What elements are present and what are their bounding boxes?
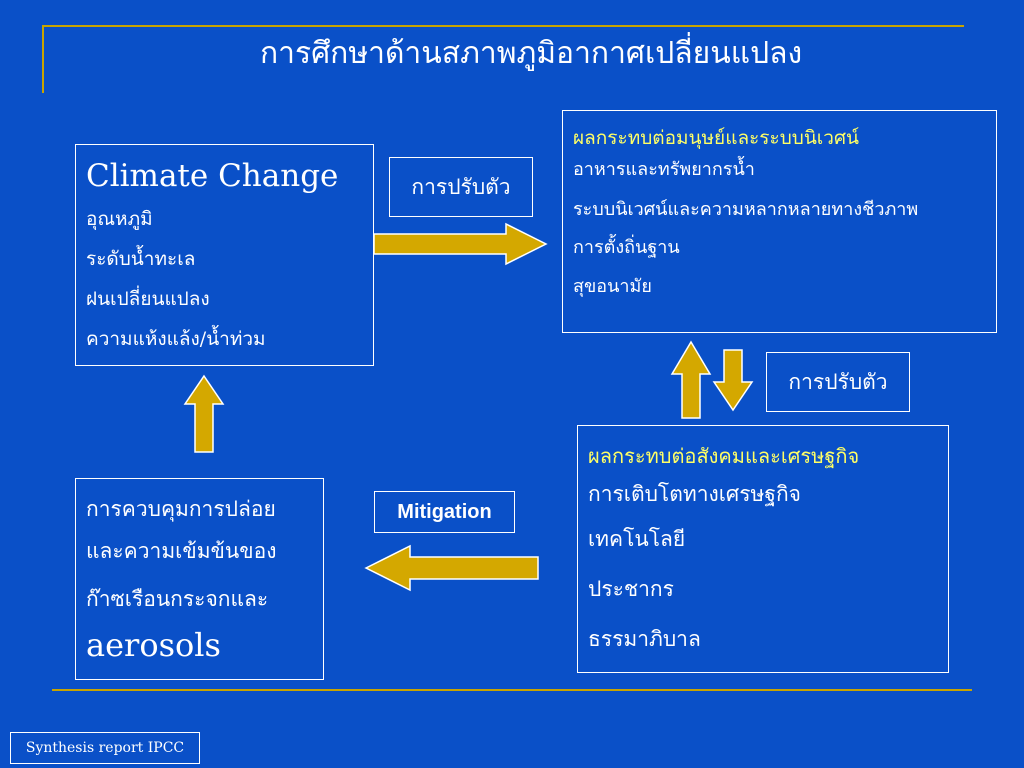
mitigation-label: Mitigation — [374, 491, 515, 533]
climate-change-box: Climate Change อุณหภูมิ ระดับน้ำทะเล ฝนเ… — [75, 144, 374, 366]
arrow-right-icon — [373, 222, 548, 266]
human-impact-item: การตั้งถิ่นฐาน — [573, 237, 680, 258]
climate-item: อุณหภูมิ — [86, 208, 153, 230]
social-impact-heading: ผลกระทบต่อสังคมและเศรษฐกิจ — [588, 444, 860, 468]
climate-item: ระดับน้ำทะเล — [86, 248, 196, 270]
social-impact-item: ธรรมาภิบาล — [588, 627, 701, 651]
human-impact-item: สุขอนามัย — [573, 276, 652, 297]
left-decor-line — [42, 25, 44, 93]
climate-item: ความแห้งแล้ง/น้ำท่วม — [86, 328, 266, 350]
climate-change-heading: Climate Change — [86, 158, 339, 194]
social-impact-item: การเติบโตทางเศรษฐกิจ — [588, 482, 801, 506]
mitigation-control-line: การควบคุมการปล่อย — [86, 497, 276, 521]
human-impact-item: ระบบนิเวศน์และความหลากหลายทางชีวภาพ — [573, 199, 919, 220]
human-ecosystem-impact-box: ผลกระทบต่อมนุษย์และระบบนิเวศน์ อาหารและท… — [562, 110, 997, 333]
source-label: Synthesis report IPCC — [10, 732, 200, 764]
mitigation-control-line: และความเข้มข้นของ — [86, 539, 277, 563]
mitigation-control-box: การควบคุมการปล่อย และความเข้มข้นของ ก๊าซ… — [75, 478, 324, 680]
social-impact-item: ประชากร — [588, 577, 674, 601]
climate-item: ฝนเปลี่ยนแปลง — [86, 288, 210, 310]
social-economic-impact-box: ผลกระทบต่อสังคมและเศรษฐกิจ การเติบโตทางเ… — [577, 425, 949, 673]
bottom-decor-line — [52, 689, 972, 691]
aerosols-text: aerosols — [86, 626, 221, 664]
slide-title: การศึกษาด้านสภาพภูมิอากาศเปลี่ยนแปลง — [260, 36, 803, 71]
mitigation-control-line: ก๊าซเรือนกระจกและ — [86, 587, 269, 611]
arrow-up-icon — [670, 340, 712, 419]
human-impact-item: อาหารและทรัพยากรน้ำ — [573, 159, 755, 180]
adaptation-label-right: การปรับตัว — [766, 352, 910, 412]
arrow-down-icon — [712, 349, 754, 412]
arrow-left-icon — [364, 544, 539, 592]
adaptation-label-top: การปรับตัว — [389, 157, 533, 217]
social-impact-item: เทคโนโลยี — [588, 527, 686, 551]
top-decor-line — [42, 25, 964, 27]
human-impact-heading: ผลกระทบต่อมนุษย์และระบบนิเวศน์ — [573, 127, 860, 149]
arrow-up-icon — [183, 374, 225, 453]
